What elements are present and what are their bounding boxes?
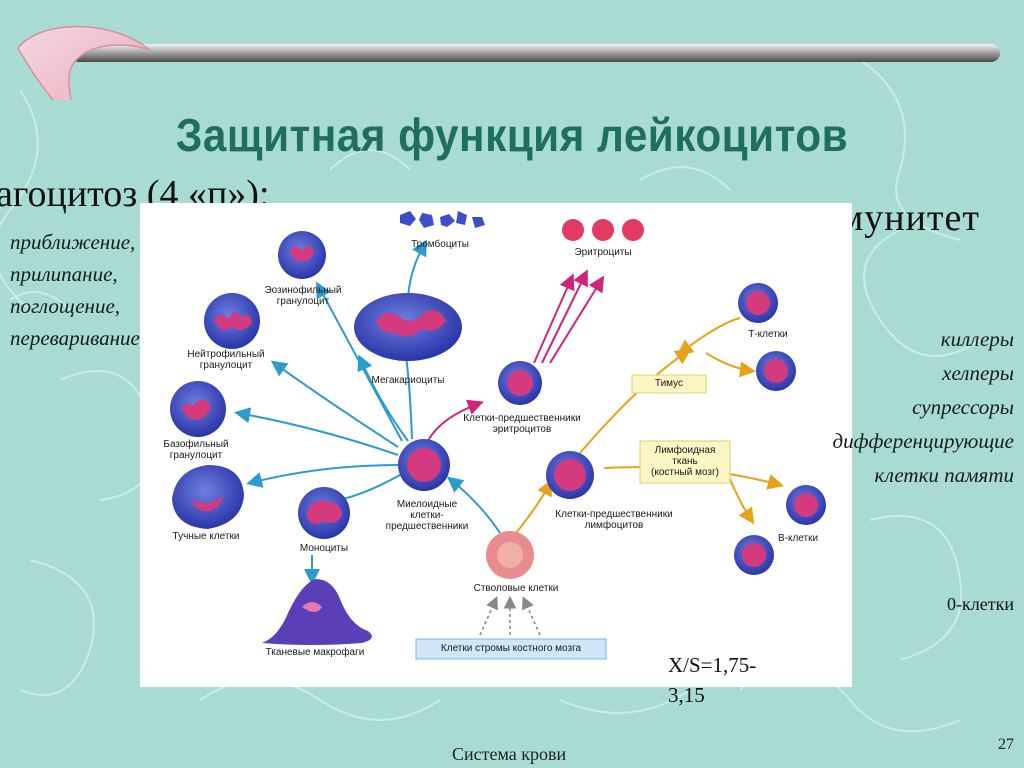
label-basophil: Базофильный гранулоцит <box>163 439 229 461</box>
stroma-arrows <box>479 595 541 636</box>
erythro-precursor-cell <box>498 361 542 405</box>
ratio-text: X/S=1,75- 3,15 <box>668 650 818 710</box>
immunity-cell-list: киллеры хелперы супрессоры дифференцирую… <box>832 322 1014 492</box>
basophil-cell <box>170 381 226 437</box>
immunity-helpers: хелперы <box>942 361 1014 385</box>
label-eosinophil: Эозинофильный гранулоцит <box>264 285 342 307</box>
erythrocytes-cells <box>562 219 644 241</box>
diagram-drawing <box>170 211 826 660</box>
mast-cell <box>172 465 244 529</box>
lymph-precursor-cell <box>546 451 594 499</box>
footer-text: Система крови <box>452 744 567 764</box>
zero-cells-label: 0-клетки <box>947 594 1014 614</box>
immunity-killers: киллеры <box>940 327 1014 351</box>
immunity-memory: клетки памяти <box>874 463 1014 487</box>
stroma-box <box>415 638 607 660</box>
label-neutrophil: Нейтрофильный гранулоцит <box>187 349 265 371</box>
t-cells <box>738 283 796 391</box>
label-myeloid-precursors: Миелоидные клетки- предшественники <box>385 499 469 532</box>
step-adhesion: прилипание, <box>10 262 118 286</box>
monocyte-cell <box>298 487 350 539</box>
macrophage-cell <box>262 579 372 645</box>
label-stem-cells: Стволовые клетки <box>473 583 559 594</box>
arrow-stem-to-myeloid <box>446 476 501 534</box>
megakaryocyte-cell <box>354 293 462 361</box>
lymphoid-tissue-box <box>639 440 731 484</box>
erythro-arrows <box>427 269 605 442</box>
label-erythrocytes: Эритроциты <box>574 247 632 258</box>
b-cells <box>734 485 826 575</box>
ratio-line-2: 3,15 <box>668 683 705 707</box>
phagocytosis-steps: приближение, прилипание, поглощение, пер… <box>10 226 140 354</box>
slide-title: Защитная функция лейкоцитов <box>175 109 849 161</box>
label-macrophages: Тканевые макрофаги <box>265 647 365 658</box>
label-b-cells: В-клетки <box>777 533 819 544</box>
label-megakaryocytes: Мегакариоциты <box>371 375 445 386</box>
stem-cell <box>486 531 534 579</box>
neutrophil-cell <box>204 293 260 349</box>
label-thymus: Тимус <box>654 378 684 389</box>
myeloid-precursor-cell <box>398 439 450 491</box>
label-thrombocytes: Тромбоциты <box>411 239 469 250</box>
label-monocytes: Моноциты <box>299 543 349 554</box>
hematopoiesis-diagram: Тромбоциты Эритроциты Эозинофильный гран… <box>140 203 852 687</box>
step-engulfment: поглощение, <box>10 294 121 318</box>
page-number: 27 <box>998 736 1014 753</box>
immunity-suppressors: супрессоры <box>912 395 1014 419</box>
thymus-box <box>631 374 707 394</box>
title-bar-decoration <box>17 25 1000 100</box>
label-t-cells: Т-клетки <box>748 329 788 340</box>
immunity-differentiating: дифференцирующие <box>832 429 1014 453</box>
thrombocytes-cells <box>400 211 485 228</box>
step-approach: приближение, <box>10 230 136 254</box>
label-lymph-precursors: Клетки-предшественники лимфоцитов <box>555 509 673 531</box>
label-lymphoid-tissue: Лимфоидная ткань (костный мозг) <box>651 445 719 478</box>
eosinophil-cell <box>278 231 326 279</box>
step-digestion: переваривание <box>10 326 140 350</box>
label-stroma: Клетки стромы костного мозга <box>440 643 582 654</box>
label-mast-cells: Тучные клетки <box>172 531 240 542</box>
ratio-line-1: X/S=1,75- <box>668 653 757 677</box>
label-erythro-precursors: Клетки-предшественники эритроцитов <box>463 413 581 435</box>
